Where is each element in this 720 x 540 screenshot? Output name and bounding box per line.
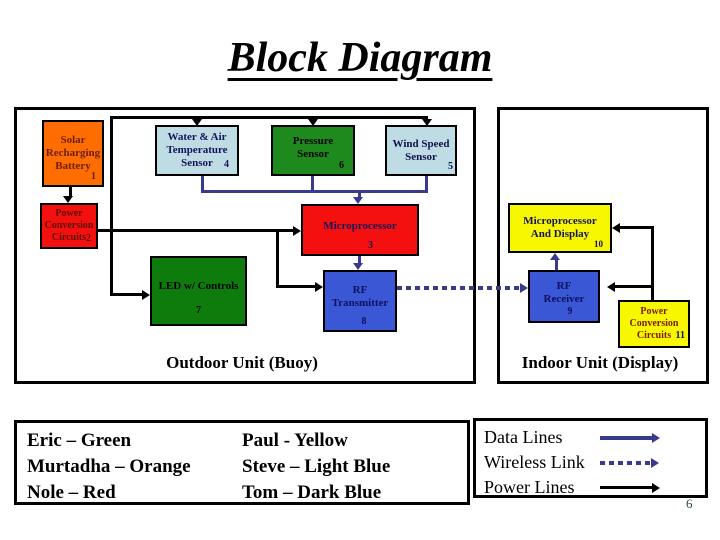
block-water-air-sensor-label: Water & Air Temperature Sensor: [166, 131, 228, 169]
arrowhead-into-led: [142, 290, 150, 300]
block-power-conversion-2: Power Conversion Circuits 2: [40, 203, 98, 249]
team-legend-item: Steve – Light Blue: [242, 456, 391, 477]
arrowhead-into-microprocessor: [293, 226, 301, 236]
team-legend-item: Eric – Green: [27, 430, 132, 451]
line-legend-row-power: Power Lines: [484, 475, 699, 500]
data-line-into-micro: [358, 190, 361, 198]
block-water-air-sensor: Water & Air Temperature Sensor 4: [155, 125, 239, 176]
block-led-controls-label: LED w/ Controls: [158, 279, 239, 292]
page-number: 6: [686, 496, 693, 511]
wireless-link-line: [397, 286, 520, 290]
data-line-wind-drop: [425, 176, 428, 192]
arrowhead-data-into-rf-tx: [353, 263, 363, 270]
block-rf-receiver: RF Receiver 9: [528, 270, 600, 323]
block-rf-receiver-label: RF Receiver: [543, 279, 585, 305]
block-led-controls-number: 7: [196, 305, 201, 316]
arrowhead-data-into-display: [550, 253, 560, 260]
block-micro-display-10: Microprocessor And Display 10: [508, 203, 612, 253]
block-microprocessor-3: Microprocessor 3: [301, 204, 419, 256]
line-legend-box: Data Lines Wireless Link Power Lines: [473, 418, 708, 498]
arrowhead-into-wind-sensor: [422, 119, 432, 126]
team-legend-right-column: Paul - Yellow Steve – Light Blue Tom – D…: [242, 428, 390, 506]
team-legend-item: Tom – Dark Blue: [242, 482, 382, 503]
block-water-air-sensor-number: 4: [224, 159, 229, 170]
arrowhead-into-water-air-sensor: [192, 119, 202, 126]
block-micro-display-10-label: Microprocessor And Display: [523, 215, 597, 240]
power-line-left-vertical: [110, 116, 113, 296]
block-rf-transmitter: RF Transmitter 8: [323, 270, 397, 332]
block-wind-sensor: Wind Speed Sensor 5: [385, 125, 457, 176]
team-legend-item: Murtadha – Orange: [27, 456, 191, 477]
wireless-link-arrow-icon: [600, 457, 685, 468]
block-wind-sensor-label: Wind Speed Sensor: [392, 137, 450, 163]
block-power-conversion-2-number: 2: [86, 233, 91, 244]
slide-title: Block Diagram: [227, 35, 493, 81]
line-legend-row-wireless: Wireless Link: [484, 450, 699, 475]
arrowhead-wireless-into-rf-rx: [520, 283, 528, 293]
block-wind-sensor-number: 5: [448, 161, 453, 172]
block-power-conversion-11-number: 11: [675, 330, 685, 341]
team-legend-item: Paul - Yellow: [242, 430, 348, 451]
data-line-pressure-drop: [311, 176, 314, 192]
arrowhead-into-rf-transmitter: [315, 282, 323, 292]
block-microprocessor-3-label: Microprocessor: [323, 219, 397, 232]
power-line-battery-to-pcc: [69, 187, 72, 196]
power-line-to-led: [110, 293, 142, 296]
block-micro-display-10-number: 10: [594, 239, 603, 249]
power-line-to-rf-tx: [276, 285, 315, 288]
indoor-unit-label: Indoor Unit (Display): [521, 353, 679, 372]
arrowhead-data-into-micro: [353, 197, 363, 204]
block-solar-battery: Solar Recharging Battery 1: [42, 120, 104, 187]
power-bus-top: [110, 116, 428, 119]
indoor-unit-box: [497, 107, 709, 384]
team-legend-item: Nole – Red: [27, 482, 116, 503]
data-line-micro-to-rf-tx: [358, 256, 361, 264]
data-lines-label: Data Lines: [484, 427, 563, 447]
block-solar-battery-number: 1: [91, 171, 96, 182]
team-legend-box: Eric – Green Murtadha – Orange Nole – Re…: [14, 420, 470, 505]
block-rf-receiver-number: 9: [567, 306, 573, 317]
wireless-link-label: Wireless Link: [484, 452, 585, 472]
data-bus-sensors: [201, 190, 428, 193]
outdoor-unit-label: Outdoor Unit (Buoy): [166, 353, 318, 372]
power-line-pcc-to-micro: [98, 229, 293, 232]
arrowhead-toward-rf-receiver: [607, 282, 615, 292]
arrowhead-into-micro-display: [612, 223, 620, 233]
team-legend-left-column: Eric – Green Murtadha – Orange Nole – Re…: [27, 428, 191, 506]
arrowhead-into-pcc: [63, 196, 73, 203]
block-power-conversion-2-label: Power Conversion Circuits: [44, 208, 94, 243]
block-rf-transmitter-number: 8: [361, 316, 367, 327]
block-rf-transmitter-label: RF Transmitter: [331, 284, 389, 309]
outdoor-unit-box: [14, 107, 476, 384]
block-microprocessor-3-number: 3: [367, 240, 373, 251]
block-power-conversion-11-label: Power Conversion Circuits: [629, 306, 679, 341]
power-line-to-micro-display: [620, 226, 654, 229]
arrowhead-into-pressure-sensor: [308, 119, 318, 126]
block-solar-battery-label: Solar Recharging Battery: [45, 134, 101, 172]
block-pressure-sensor: Pressure Sensor 6: [271, 125, 355, 176]
power-line-to-rf-rx: [615, 285, 654, 288]
data-line-water-air-drop: [201, 176, 204, 192]
block-power-conversion-11: Power Conversion Circuits 11: [618, 300, 690, 348]
power-lines-label: Power Lines: [484, 477, 575, 497]
block-pressure-sensor-label: Pressure Sensor: [292, 134, 334, 160]
block-pressure-sensor-number: 6: [339, 160, 344, 171]
power-line-arrow-icon: [600, 482, 685, 493]
power-line-down-to-rf-tx: [276, 229, 279, 288]
line-legend-row-data: Data Lines: [484, 425, 699, 450]
data-line-arrow-icon: [600, 432, 685, 443]
power-line-indoor-vertical: [651, 226, 654, 300]
data-line-rf-rx-to-display: [555, 260, 558, 270]
block-led-controls: LED w/ Controls 7: [150, 256, 247, 326]
